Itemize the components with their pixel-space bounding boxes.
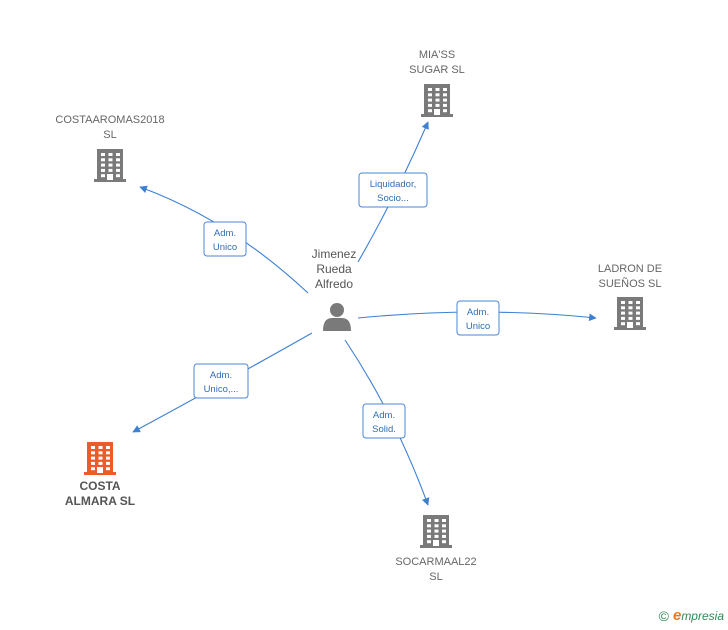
footer-brand: © empresia — [659, 607, 724, 624]
company-label-line: SUEÑOS SL — [599, 277, 662, 290]
person-name-line: Jimenez — [312, 247, 357, 261]
edge-label-text: Adm. — [373, 410, 395, 421]
company-node-ladron[interactable]: LADRON DE SUEÑOS SL — [598, 263, 662, 330]
company-label-line: LADRON DE — [598, 263, 662, 275]
edge-label-text: Unico,... — [204, 384, 239, 395]
brand-name: mpresia — [681, 609, 724, 623]
edge-label-box[interactable] — [358, 172, 428, 208]
edge-socarmaal[interactable]: Adm. Solid. — [344, 339, 430, 506]
building-icon[interactable] — [420, 515, 452, 548]
edge-label-text: Adm. — [214, 228, 236, 239]
edge-label-text: Adm. — [467, 307, 489, 318]
edge-label-box[interactable] — [193, 363, 249, 399]
edge-costaaromas[interactable]: Adm. Unico — [139, 185, 309, 294]
edge-label-box[interactable] — [203, 221, 247, 257]
edge-label-box[interactable] — [362, 403, 406, 439]
edges-layer: Liquidador,Socio...Adm.UnicoAdm.UnicoAdm… — [132, 121, 597, 506]
edge-label-text: Unico — [466, 321, 490, 332]
company-label-line: ALMARA SL — [65, 494, 135, 508]
person-name-line: Rueda — [316, 262, 352, 276]
company-label-line: SUGAR SL — [409, 64, 465, 76]
edge-label-text: Solid. — [372, 424, 396, 435]
edge-label-text: Liquidador, — [370, 179, 416, 190]
person-icon[interactable] — [323, 303, 351, 331]
edge-mias[interactable]: Liquidador, Socio... — [357, 121, 429, 263]
company-label-line: SL — [103, 129, 116, 141]
building-icon[interactable] — [614, 297, 646, 330]
person-name-line: Alfredo — [315, 277, 353, 291]
company-label-line: MIA'SS — [419, 49, 455, 61]
edge-ladron[interactable]: Adm. Unico — [357, 300, 597, 336]
building-icon[interactable] — [94, 149, 126, 182]
edge-label-text: Adm. — [210, 370, 232, 381]
copyright-symbol: © — [658, 607, 669, 624]
building-icon[interactable] — [84, 442, 116, 475]
edge-label-text: Unico — [213, 242, 237, 253]
company-label-line: SOCARMAAL22 — [395, 556, 476, 568]
edge-label-text: Socio... — [377, 193, 409, 204]
building-icon[interactable] — [421, 84, 453, 117]
company-label-line: SL — [429, 571, 442, 583]
company-label-line: COSTAAROMAS2018 — [55, 114, 164, 126]
brand-logo: empresia — [673, 607, 724, 624]
brand-initial: e — [672, 607, 682, 624]
company-node-mias[interactable]: MIA'SS SUGAR SL — [409, 49, 465, 117]
edge-label-box[interactable] — [456, 300, 500, 336]
edge-costaalmara[interactable]: Adm. Unico,... — [132, 332, 313, 433]
company-label-line: COSTA — [79, 479, 120, 493]
